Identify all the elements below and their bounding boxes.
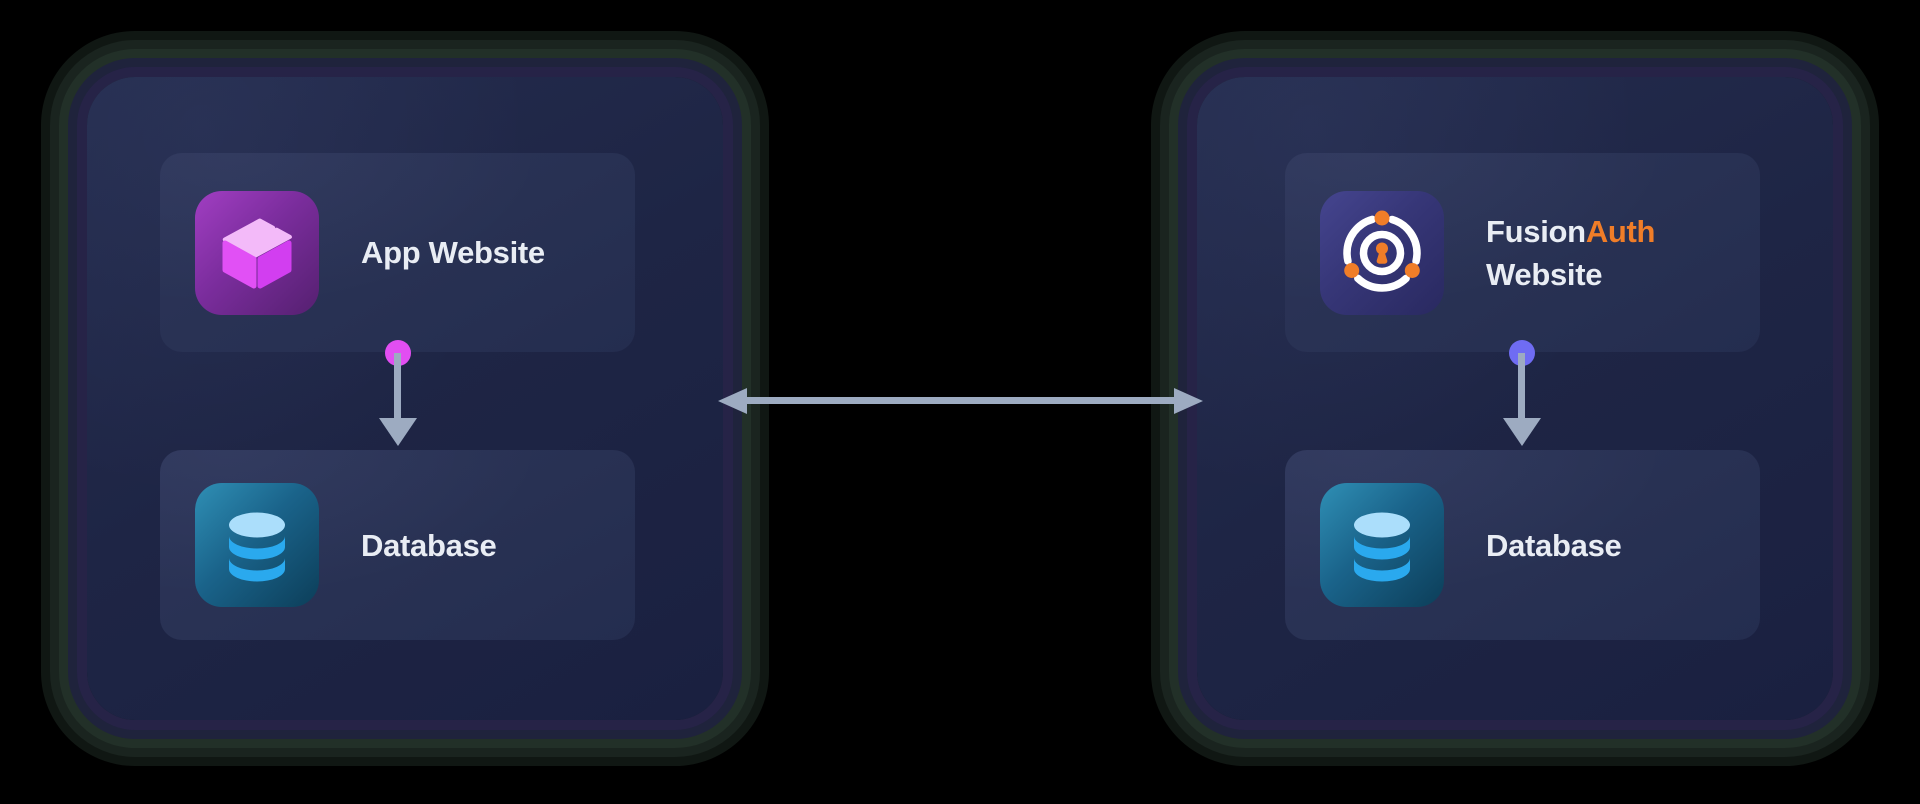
fusionauth-database-card: Database bbox=[1285, 450, 1760, 640]
brand-auth: Auth bbox=[1585, 213, 1656, 249]
database-icon bbox=[1320, 483, 1444, 607]
database-icon bbox=[195, 483, 319, 607]
app-website-card: App Website bbox=[160, 153, 635, 352]
arrow-down-icon bbox=[379, 418, 417, 446]
arrow-down-icon bbox=[1503, 418, 1541, 446]
fusionauth-website-line2: Website bbox=[1486, 256, 1603, 292]
brand-fusion: Fusion bbox=[1486, 213, 1586, 249]
fusionauth-website-card: FusionAuth Website bbox=[1285, 153, 1760, 352]
app-database-card: Database bbox=[160, 450, 635, 640]
fusionauth-icon bbox=[1320, 190, 1444, 315]
fusionauth-system-panel: FusionAuth Website Database bbox=[1197, 77, 1833, 720]
app-system-panel: App Website Database bbox=[87, 77, 723, 720]
connector-line bbox=[394, 353, 401, 419]
link-line bbox=[746, 397, 1176, 404]
app-website-label: App Website bbox=[361, 235, 545, 270]
database-label: Database bbox=[361, 527, 497, 563]
package-box-icon bbox=[195, 190, 319, 315]
fusionauth-website-label: FusionAuth Website bbox=[1486, 210, 1656, 296]
connector-line bbox=[1518, 353, 1525, 419]
database-label: Database bbox=[1486, 527, 1622, 563]
fusionauth-brand: FusionAuth bbox=[1486, 210, 1656, 253]
